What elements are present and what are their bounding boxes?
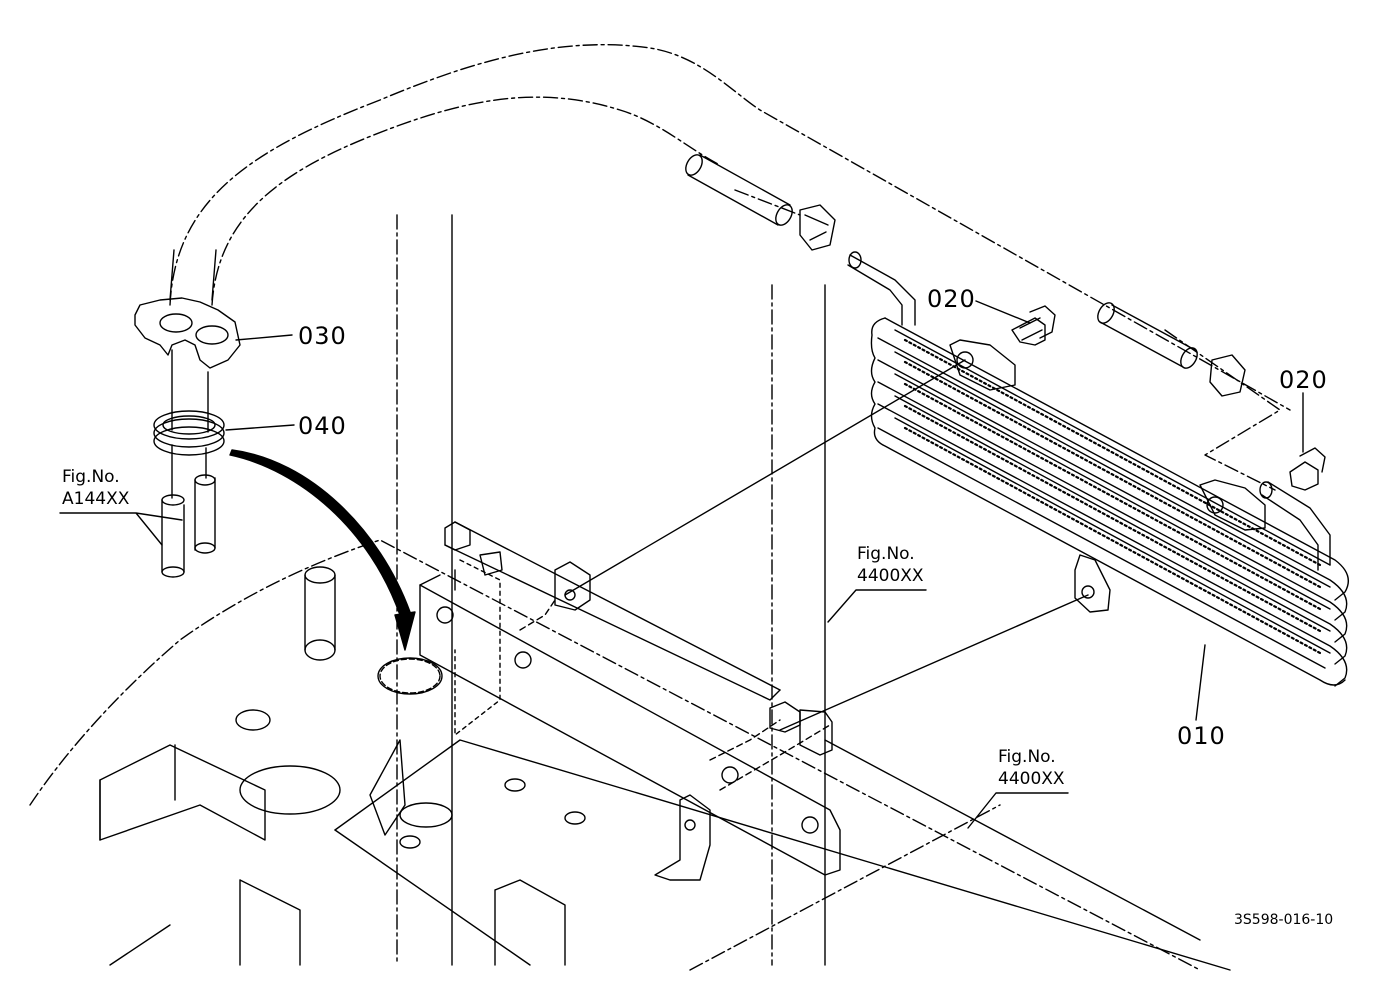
figure-ref-line1: Fig.No. (857, 544, 915, 564)
hose-fitting-upper (682, 152, 915, 325)
label-part-020-upper: 020 (927, 285, 976, 313)
bolt-020-lower (1290, 448, 1325, 490)
alignment-lines (520, 360, 1088, 790)
figure-ref-line2: A144XX (62, 489, 130, 509)
hose-lines (170, 45, 1290, 490)
figure-ref-line2: 4400XX (998, 769, 1065, 789)
oil-cooler-010 (871, 318, 1348, 686)
bolt-020-upper (1012, 306, 1055, 345)
figure-ref-line1: Fig.No. (62, 467, 120, 487)
label-part-040: 040 (298, 412, 347, 440)
mounting-bracket-upper (420, 522, 840, 880)
figure-ref-line1: Fig.No. (998, 747, 1056, 767)
grommet-040 (154, 350, 224, 455)
hose-030-tubes (170, 250, 216, 300)
figure-ref-line2: 4400XX (857, 566, 924, 586)
hose-clamp-030 (135, 298, 240, 368)
base-frame (30, 540, 1230, 970)
hose-fitting-lower (1094, 300, 1330, 570)
drawing-code: 3S598-016-10 (1234, 912, 1334, 928)
label-part-030: 030 (298, 322, 347, 350)
insertion-arrow (230, 450, 415, 650)
leader-lines (60, 301, 1303, 828)
label-part-020-lower: 020 (1279, 366, 1328, 394)
frame-posts (397, 215, 825, 965)
hose-lower-stubs (162, 445, 215, 577)
figure-ref-a144xx: Fig.No. A144XX (62, 466, 129, 510)
figure-ref-4400xx-lower: Fig.No. 4400XX (998, 746, 1065, 790)
label-part-010: 010 (1177, 722, 1226, 750)
figure-ref-4400xx-upper: Fig.No. 4400XX (857, 543, 924, 587)
